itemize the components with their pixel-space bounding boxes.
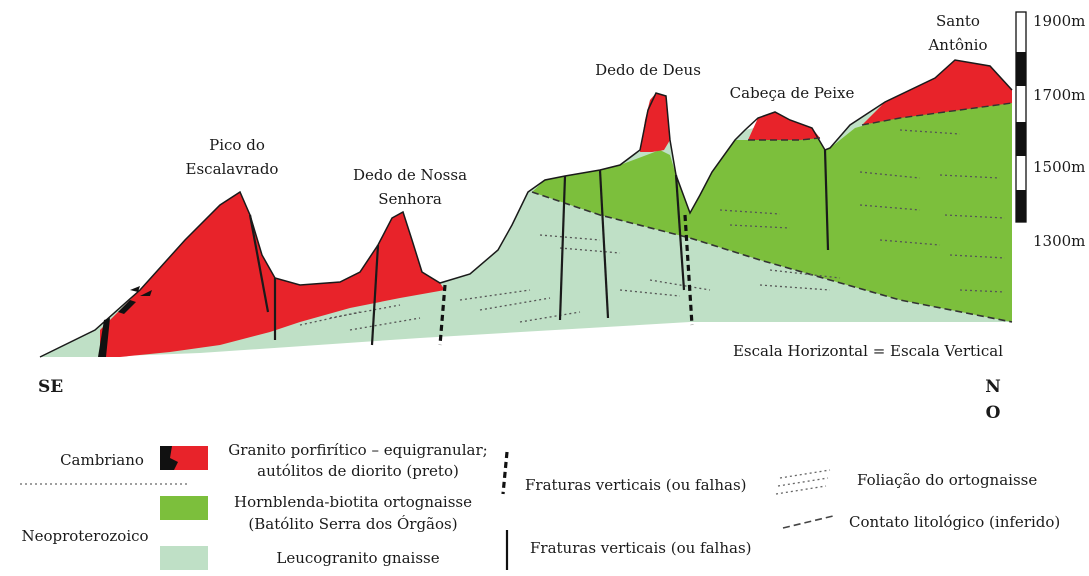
direction-n: N xyxy=(985,377,1001,397)
inferred-contact-line xyxy=(531,191,1013,323)
legend-fraturas-solid: Fraturas verticais (ou falhas) xyxy=(530,539,752,557)
label-santo-antonio-1: Santo xyxy=(936,12,980,30)
elevation-label-1900: 1900m xyxy=(1033,12,1085,30)
legend-granito-2: autólitos de diorito (preto) xyxy=(257,462,459,480)
legend-period-cambriano: Cambriano xyxy=(60,451,144,469)
solid-fractures xyxy=(248,149,830,346)
inferred-contact-upper xyxy=(748,102,1013,141)
legend-contato: Contato litológico (inferido) xyxy=(849,513,1060,531)
orthogneiss-body xyxy=(532,103,1012,322)
diorite-autoliths xyxy=(98,286,152,357)
legend-period-neoproterozoico: Neoproterozoico xyxy=(21,527,148,545)
legend-foliacao: Foliação do ortognaisse xyxy=(857,471,1037,489)
legend-granito-1: Granito porfirítico – equigranular; xyxy=(228,441,487,459)
legend-symbol-foliation xyxy=(775,469,831,495)
dashed-fractures xyxy=(438,214,694,346)
swatch-leucogranite xyxy=(160,546,208,570)
elevation-label-1700: 1700m xyxy=(1033,86,1085,104)
direction-se: SE xyxy=(38,377,63,397)
swatch-orthogneiss xyxy=(160,496,208,520)
label-escalavrado-2: Escalavrado xyxy=(186,160,279,178)
legend-fraturas-dashed: Fraturas verticais (ou falhas) xyxy=(525,476,747,494)
granite-cabeca-de-peixe xyxy=(748,112,820,140)
elevation-label-1300: 1300m xyxy=(1033,232,1085,250)
granite-santo-antonio xyxy=(862,60,1012,125)
label-dedo-de-deus: Dedo de Deus xyxy=(595,61,701,79)
legend-symbol-dashed-fracture xyxy=(501,451,509,495)
label-escalavrado-1: Pico do xyxy=(209,136,265,154)
label-santo-antonio-2: Antônio xyxy=(927,36,987,54)
elevation-label-1500: 1500m xyxy=(1033,158,1085,176)
elevation-scale-bar xyxy=(1015,11,1027,223)
legend-leucogranito: Leucogranito gnaisse xyxy=(276,549,439,567)
label-cabeca-de-peixe: Cabeça de Peixe xyxy=(730,84,855,102)
scale-note: Escala Horizontal = Escala Vertical xyxy=(733,342,1003,360)
granite-dedo-de-deus xyxy=(640,93,670,152)
legend-ortognaisse-1: Hornblenda-biotita ortognaisse xyxy=(234,493,472,511)
label-nossa-senhora-1: Dedo de Nossa xyxy=(353,166,467,184)
label-nossa-senhora-2: Senhora xyxy=(378,190,442,208)
legend-ortognaisse-2: (Batólito Serra dos Órgãos) xyxy=(248,515,457,533)
swatch-granite xyxy=(160,446,208,470)
direction-o: O xyxy=(986,403,1001,423)
legend-symbol-contact xyxy=(782,515,834,529)
foliation-marks xyxy=(299,129,1006,331)
